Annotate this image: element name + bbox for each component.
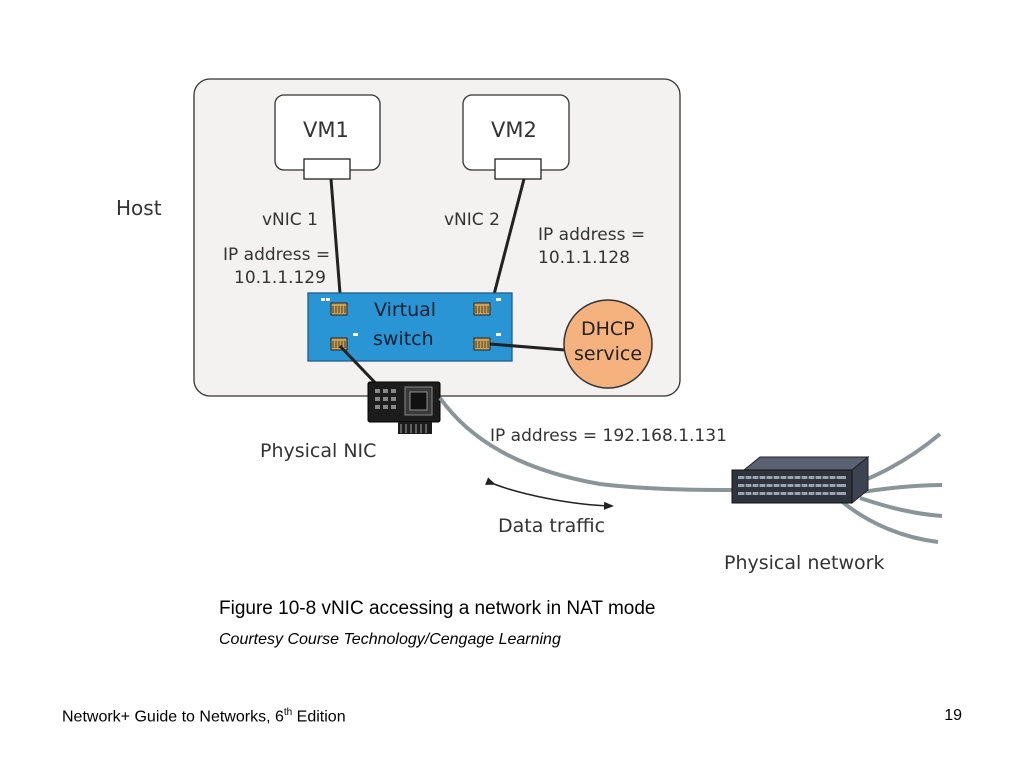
switch-label-line1: Virtual — [374, 299, 437, 321]
footer-title-post: Edition — [292, 708, 346, 726]
vm1-ip-line1: IP address = — [223, 245, 331, 265]
switch-port-bottom-right — [473, 333, 501, 351]
physical-ip-label: IP address = 192.168.1.131 — [490, 426, 727, 446]
vm2-ip-line1: IP address = — [538, 225, 646, 245]
dhcp-service — [563, 299, 653, 389]
host-label: Host — [116, 196, 162, 220]
outgoing-cable-2 — [861, 483, 943, 494]
physical-network-label: Physical network — [724, 552, 885, 574]
vm1-label: VM1 — [303, 118, 349, 142]
switch-port-top-left — [321, 298, 348, 316]
vnic1-label: vNIC 1 — [262, 210, 318, 230]
data-traffic-label: Data traffic — [498, 515, 606, 537]
vm2-cable — [489, 178, 526, 307]
vm1-cable — [329, 178, 343, 307]
data-traffic-arrow — [485, 477, 614, 510]
dhcp-cable — [489, 342, 566, 352]
footer-title-pre: Network+ Guide to Networks, 6 — [62, 708, 284, 726]
network-diagram — [193, 78, 943, 544]
dhcp-label-line1: DHCP — [581, 318, 635, 340]
outgoing-cable-4 — [838, 498, 939, 544]
vnic1-connector — [303, 158, 351, 180]
footer-book-title: Network+ Guide to Networks, 6th Edition — [62, 707, 346, 726]
switch-port-top-right — [473, 298, 501, 316]
vnic2-connector — [494, 158, 542, 180]
footer-title-sup: th — [283, 707, 293, 718]
figure-credit: Courtesy Course Technology/Cengage Learn… — [219, 631, 561, 648]
vm2-ip-line2: 10.1.1.128 — [538, 248, 630, 268]
physical-nic — [367, 381, 441, 434]
page-number: 19 — [944, 707, 962, 724]
switch-label-line2: switch — [373, 328, 434, 350]
outgoing-cable-1 — [859, 432, 942, 484]
figure-caption: Figure 10-8 vNIC accessing a network in … — [219, 598, 656, 619]
vm1-ip-line2: 10.1.1.129 — [234, 268, 326, 288]
network-switch-icon — [731, 455, 870, 505]
vnic2-label: vNIC 2 — [444, 210, 500, 230]
switch-port-bottom-left — [330, 333, 358, 351]
outgoing-cable-3 — [859, 496, 943, 518]
dhcp-label-line2: service — [574, 343, 643, 365]
vm2-label: VM2 — [491, 118, 537, 142]
physical-nic-label: Physical NIC — [260, 440, 377, 462]
